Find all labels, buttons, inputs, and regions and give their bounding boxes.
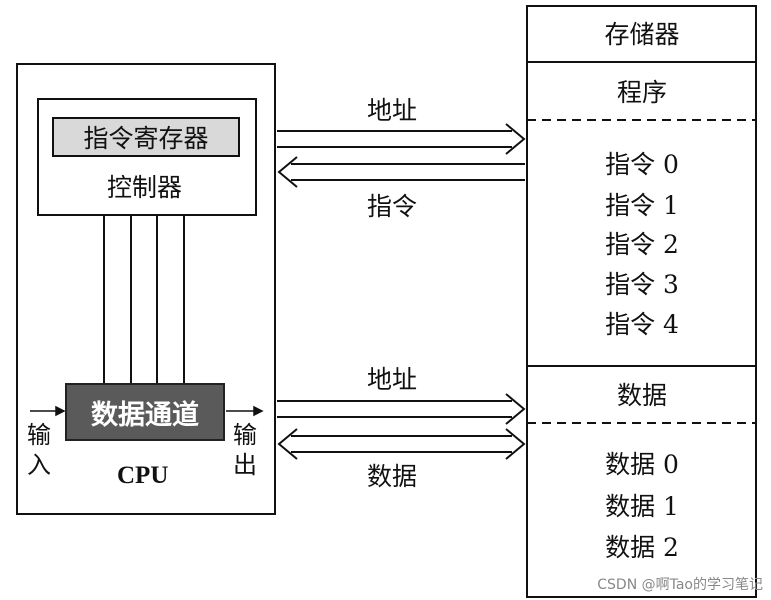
data-title: 数据: [616, 381, 667, 410]
memory-data-0: 数据 0: [605, 450, 679, 479]
memory-data-1: 数据 1: [605, 492, 679, 521]
instruction-arrow-label: 指令: [367, 192, 418, 221]
memory-instruction-1: 指令 1: [605, 191, 679, 220]
memory-instruction-4: 指令 4: [605, 310, 679, 339]
watermark: CSDN @啊Tao的学习笔记: [597, 577, 763, 593]
bottom-address-label: 地址: [367, 365, 418, 394]
memory-title: 存储器: [604, 20, 680, 49]
controller-label: 控制器: [107, 173, 183, 202]
top-address-label: 地址: [367, 96, 418, 125]
memory-box: [526, 5, 757, 598]
control-bus: [103, 216, 185, 383]
instruction-register: 指令寄存器: [52, 117, 240, 157]
instruction-register-label: 指令寄存器: [83, 124, 209, 153]
program-title: 程序: [616, 78, 667, 107]
memory-instruction-2: 指令 2: [605, 230, 679, 259]
input-label: 输入: [27, 421, 51, 479]
output-label: 输出: [233, 421, 257, 479]
data-arrow-bidirectional: [277, 428, 526, 460]
address-arrow-top: [277, 123, 526, 155]
datapath-block: 数据通道: [65, 383, 225, 441]
datapath-label: 数据通道: [91, 399, 199, 431]
input-arrow-icon: [30, 405, 66, 417]
data-arrow-label: 数据: [367, 462, 418, 491]
cpu-label: CPU: [117, 462, 169, 489]
instruction-arrow: [277, 156, 525, 188]
memory-instruction-3: 指令 3: [605, 270, 679, 299]
memory-instruction-0: 指令 0: [605, 150, 679, 179]
memory-data-2: 数据 2: [605, 533, 679, 562]
address-arrow-bottom: [277, 393, 526, 425]
output-arrow-icon: [226, 405, 264, 417]
